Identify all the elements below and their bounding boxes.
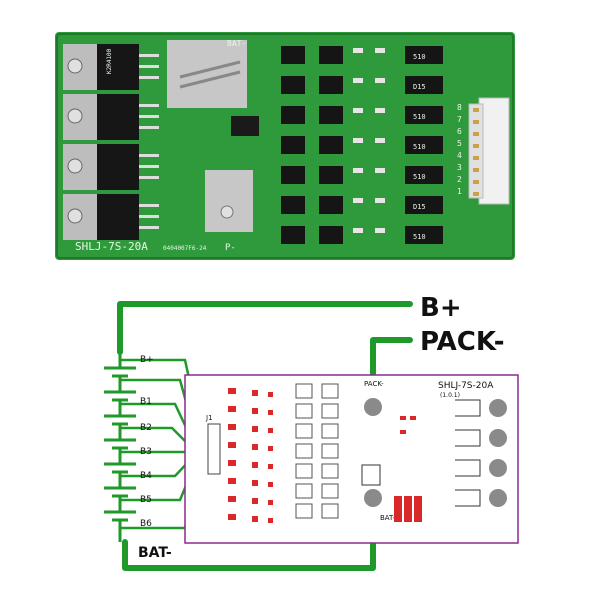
- resistor-marking: 510: [413, 233, 426, 241]
- mosfet-marking: K2R4100: [106, 48, 113, 74]
- packminus-label: PACK-: [420, 327, 505, 357]
- connector-pin-numbers: 8 7 6 5 4 3 2 1: [457, 103, 462, 196]
- svg-text:2: 2: [457, 175, 462, 184]
- svg-text:B6: B6: [140, 519, 152, 529]
- mosfet-column: K2R4100: [63, 44, 159, 240]
- svg-text:7: 7: [457, 115, 462, 124]
- resistor-marking: D15: [413, 203, 426, 211]
- j1-label: J1: [205, 414, 213, 422]
- board-sub: (1.0.1): [440, 392, 460, 399]
- board-outline: [184, 374, 519, 544]
- balance-mosfet-grid: [281, 46, 343, 244]
- svg-text:B+: B+: [140, 355, 154, 365]
- balance-resistors: 510 D15 510 510 510 D15 510: [405, 46, 443, 244]
- svg-text:B5: B5: [140, 495, 152, 505]
- svg-text:B3: B3: [140, 447, 152, 457]
- protection-ic: [361, 464, 381, 486]
- svg-text:6: 6: [457, 127, 462, 136]
- batminus-label: BAT-: [138, 545, 172, 561]
- board-pack-label: PACK-: [364, 380, 384, 388]
- j1-connector: J1: [205, 414, 221, 475]
- pack-minus-pad: [364, 398, 382, 416]
- svg-text:1: 1: [457, 187, 462, 196]
- pcb-photo: K2R4100 BAT- P- SHLJ-7S-20A 0404007F: [55, 32, 515, 260]
- svg-text:3: 3: [457, 163, 462, 172]
- wiring-diagram: B+ PACK- BAT- B+ B1 B2 B3 B4 B: [104, 293, 519, 571]
- svg-text:8: 8: [457, 103, 462, 112]
- board-silk-name: SHLJ-7S-20A: [75, 240, 148, 253]
- battery-stack: [104, 352, 136, 542]
- bat-minus-silk: BAT-: [227, 39, 246, 48]
- bplus-wire: [117, 301, 413, 355]
- board-name: SHLJ-7S-20A: [438, 381, 494, 391]
- svg-text:5: 5: [457, 139, 462, 148]
- svg-text:B2: B2: [140, 423, 152, 433]
- svg-text:4: 4: [457, 151, 462, 160]
- balance-components: [228, 383, 339, 523]
- bplus-label: B+: [420, 293, 462, 323]
- resistor-marking: D15: [413, 83, 426, 91]
- svg-text:B1: B1: [140, 397, 152, 407]
- resistor-marking: 510: [413, 173, 426, 181]
- board-silk-code: 0404007F6-24: [163, 245, 207, 252]
- resistor-marking: 510: [413, 53, 426, 61]
- svg-text:B4: B4: [140, 471, 152, 481]
- packminus-wire: [370, 337, 413, 383]
- bat-minus-board-pad: [364, 489, 382, 507]
- cell-labels: B+ B1 B2 B3 B4 B5 B6: [140, 355, 154, 529]
- board-bat-label: BAT-: [380, 514, 396, 522]
- balance-connector: [468, 97, 510, 205]
- p-minus-pad: [205, 170, 253, 232]
- p-minus-silk: P-: [225, 243, 236, 253]
- protection-ic: [231, 116, 259, 136]
- output-mosfet-pads: [455, 399, 507, 507]
- resistor-marking: 510: [413, 143, 426, 151]
- resistor-marking: 510: [413, 113, 426, 121]
